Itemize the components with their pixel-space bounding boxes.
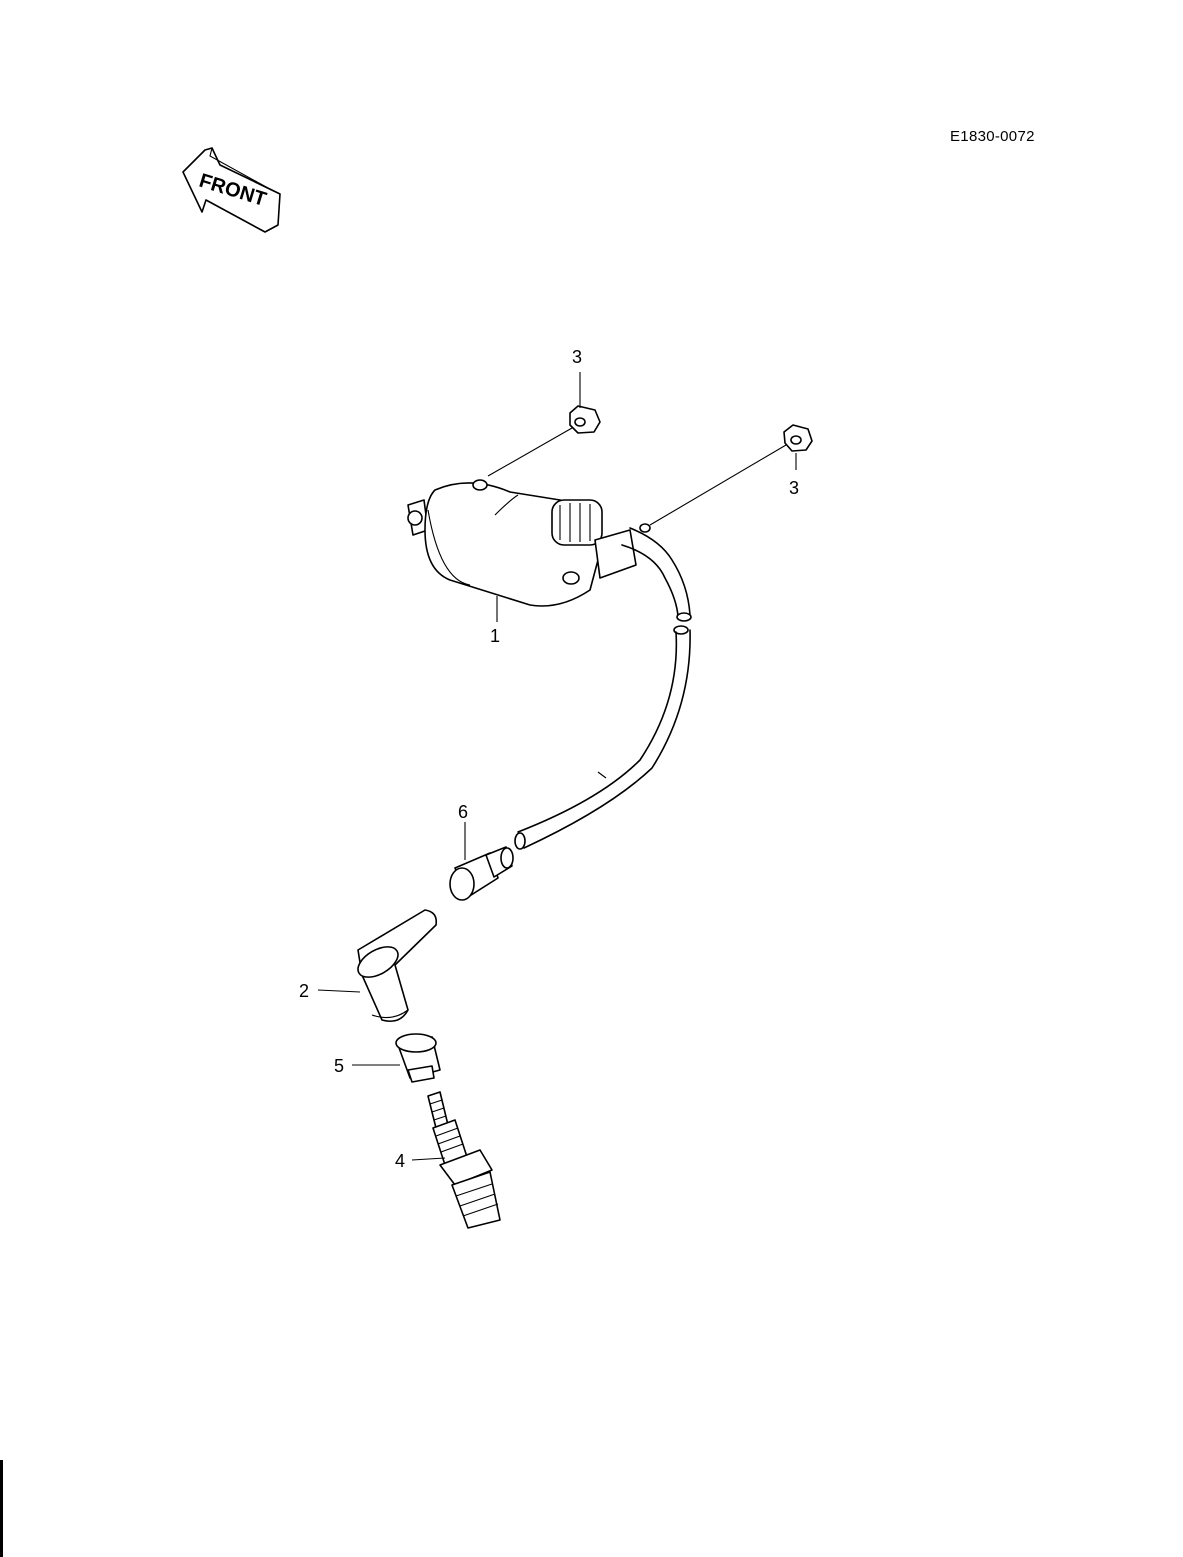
nut-right — [639, 424, 813, 533]
leader-lines — [317, 372, 797, 1161]
page-edge-mark — [0, 1460, 3, 1557]
nut-left — [487, 405, 601, 477]
spark-plug — [427, 1091, 501, 1229]
seal — [395, 1033, 441, 1083]
callout-1: 1 — [490, 626, 500, 646]
ignition-coil — [407, 479, 637, 607]
callout-3-left: 3 — [572, 347, 582, 367]
callout-6: 6 — [458, 802, 468, 822]
plug-cap — [357, 909, 438, 1023]
diagram-code: E1830-0072 — [950, 128, 1035, 145]
callout-5: 5 — [334, 1056, 344, 1076]
front-arrow: FRONT — [182, 147, 281, 233]
callout-2: 2 — [299, 981, 309, 1001]
ignition-lead — [514, 527, 692, 850]
callout-3-right: 3 — [789, 478, 799, 498]
cap-boot — [449, 846, 514, 901]
callout-4: 4 — [395, 1151, 405, 1171]
